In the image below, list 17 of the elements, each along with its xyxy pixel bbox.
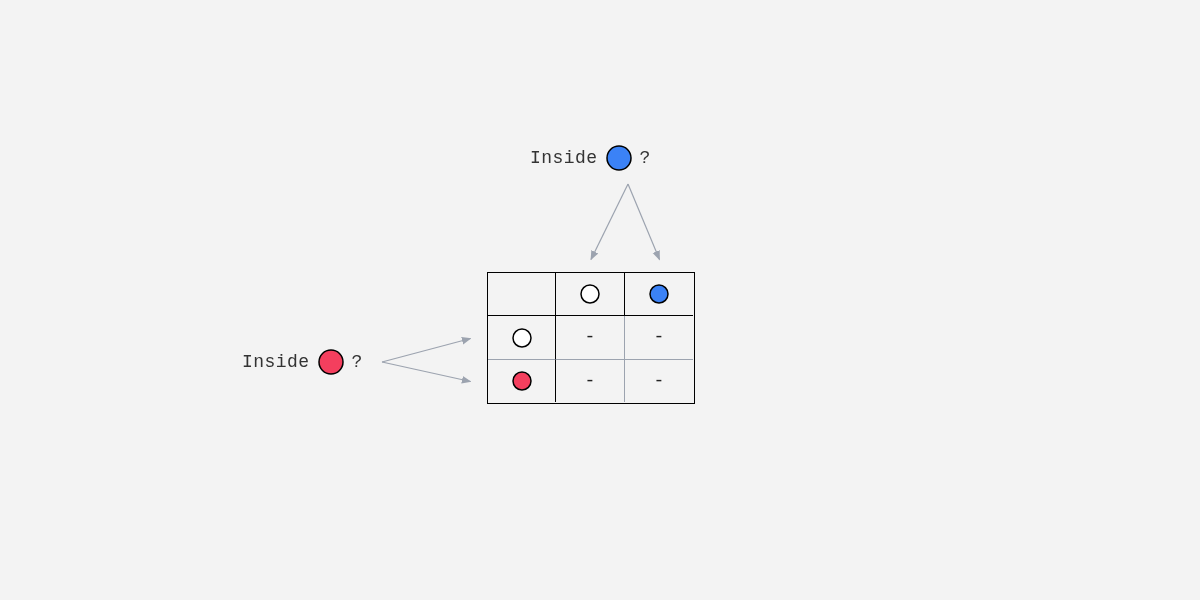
question-text: Inside [530,146,598,170]
table-grid [487,272,695,404]
cell-text: - [584,326,596,349]
arrow [381,361,472,384]
cell-text: - [653,326,665,349]
cell-text: - [584,369,596,393]
question-text: ? [351,350,363,374]
question-text: Inside [242,350,310,374]
arrow [590,183,629,261]
cell-text: - [653,369,665,393]
table-cell [556,273,625,316]
table-cell [556,316,625,360]
question-text: ? [639,146,651,170]
arrow [627,183,661,261]
arrow [381,337,472,363]
table-cell [488,316,556,360]
table-cell [488,273,556,316]
